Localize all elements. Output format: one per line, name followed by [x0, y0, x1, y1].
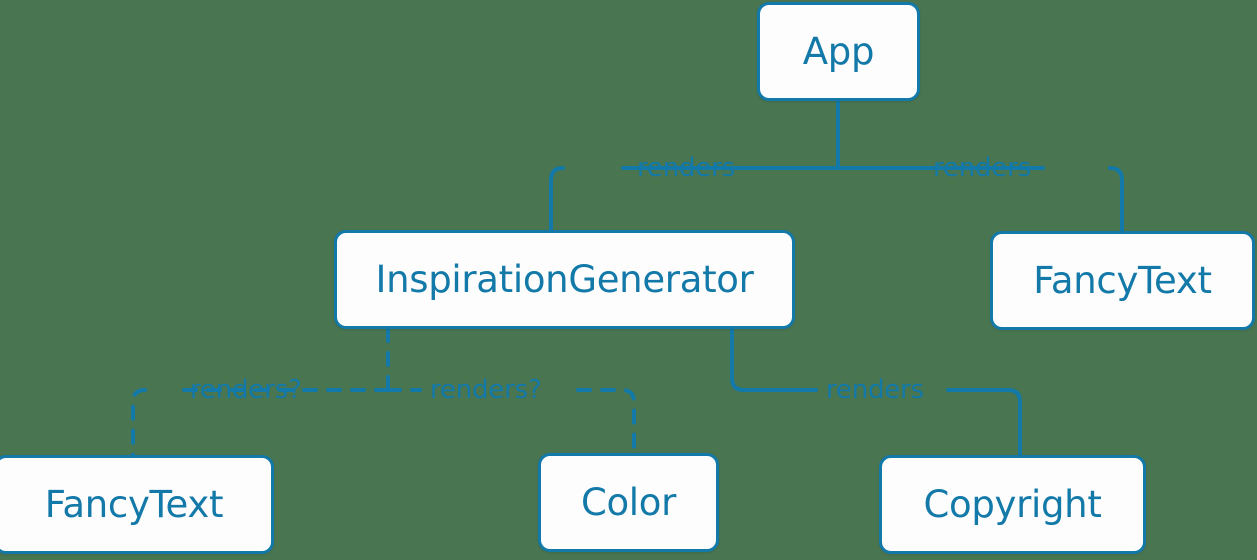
- node-app-label: App: [802, 30, 875, 73]
- node-fancytext-right[interactable]: FancyText: [990, 231, 1255, 330]
- node-app[interactable]: App: [757, 2, 920, 101]
- edge-inspiration-to-copyright-right: [946, 388, 1022, 457]
- edge-label-renders-app-fancytext: renders: [933, 153, 1031, 183]
- node-inspiration-generator[interactable]: InspirationGenerator: [334, 230, 795, 329]
- node-color-label: Color: [580, 481, 677, 524]
- node-fancytext-left[interactable]: FancyText: [0, 455, 274, 554]
- edge-label-renders-q-fancytext: renders?: [190, 375, 302, 405]
- node-color[interactable]: Color: [538, 453, 719, 552]
- node-inspiration-generator-label: InspirationGenerator: [375, 258, 754, 301]
- edge-inspiration-to-fancytext-left-elbow: [131, 388, 147, 457]
- edge-inspiration-to-copyright: [730, 327, 818, 392]
- edge-app-to-fancytext-right-elbow: [1108, 166, 1124, 233]
- edge-inspiration-to-color-right: [576, 388, 636, 455]
- node-copyright[interactable]: Copyright: [879, 455, 1146, 554]
- edge-label-renders-q-color: renders?: [430, 375, 542, 405]
- node-fancytext-left-label: FancyText: [44, 483, 224, 526]
- node-copyright-label: Copyright: [923, 483, 1102, 526]
- edge-app-to-inspiration-elbow: [549, 166, 565, 232]
- edge-label-renders-app-inspiration: renders: [637, 153, 735, 183]
- node-fancytext-right-label: FancyText: [1033, 259, 1212, 302]
- edge-label-renders-copyright: renders: [826, 375, 924, 405]
